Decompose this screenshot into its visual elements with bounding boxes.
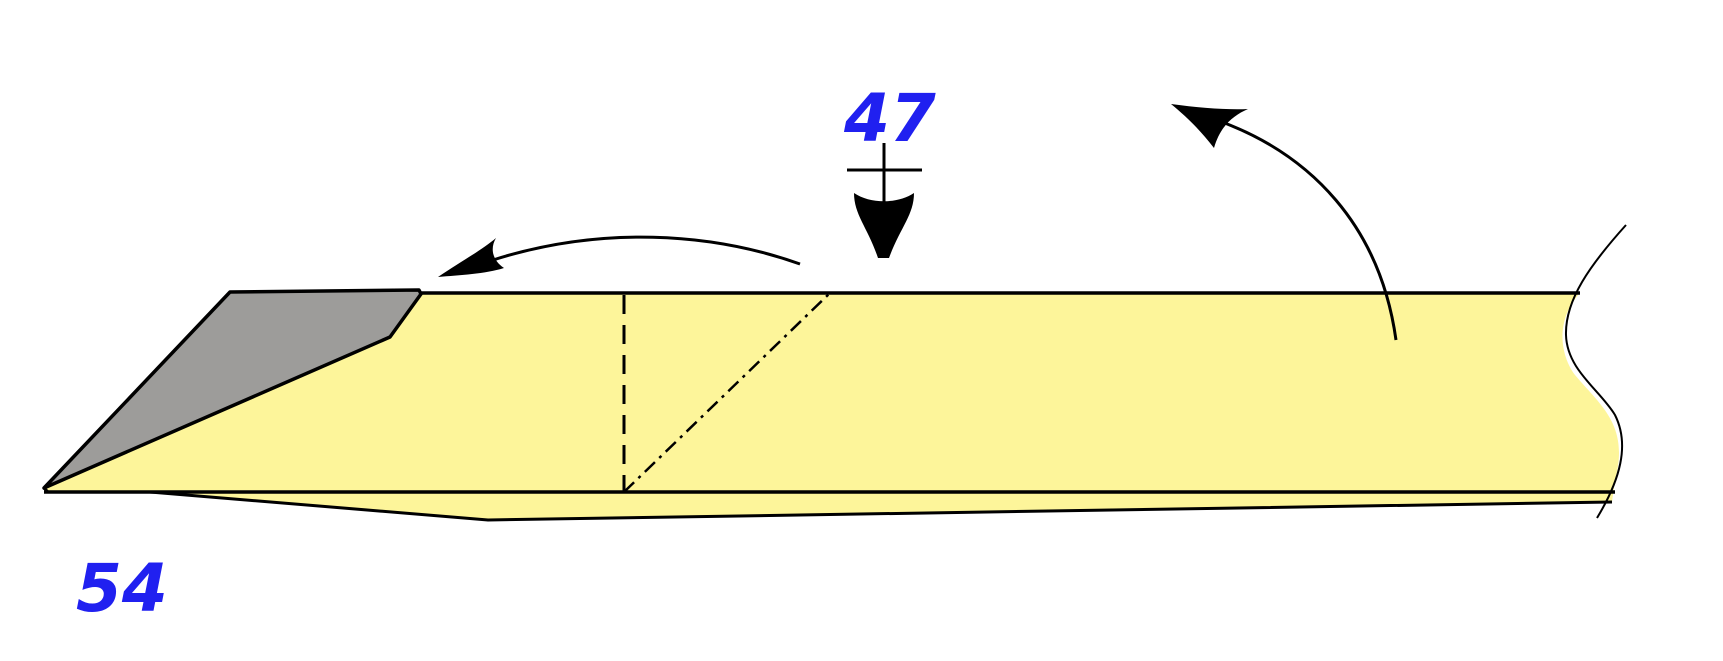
curved-arrow-left-icon (438, 235, 801, 277)
paper-strip (44, 293, 1620, 520)
crosshair-icon (847, 143, 922, 203)
current-step-number: 54 (76, 550, 168, 627)
flap-tip (42, 486, 50, 494)
push-down-arrow-icon (854, 193, 914, 258)
paper-bottom-edge (149, 490, 1613, 522)
reference-step-number: 47 (843, 80, 936, 157)
folded-flap (42, 288, 423, 490)
paper-break-line (1564, 224, 1627, 519)
curved-arrow-up-icon (1171, 104, 1398, 341)
mountain-fold-line (623, 292, 831, 493)
